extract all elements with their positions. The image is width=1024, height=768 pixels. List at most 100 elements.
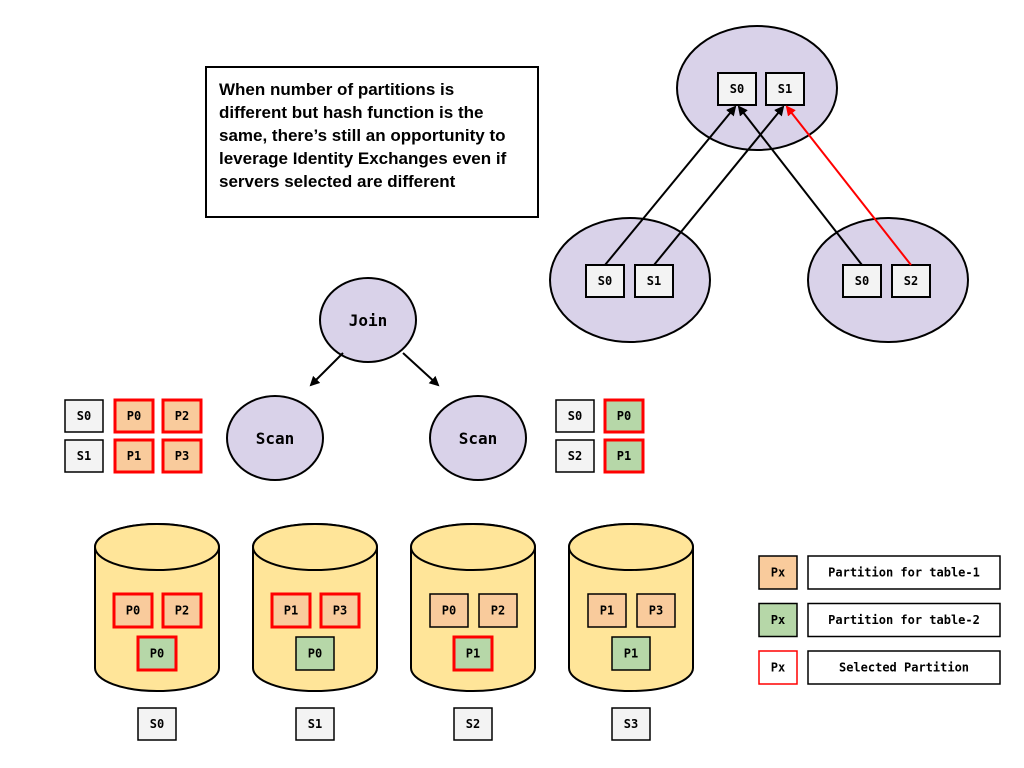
- storage-s1-table2-p0-label: P0: [308, 647, 322, 661]
- scan-left-label: Scan: [256, 429, 295, 448]
- storage-s1-table1-p3-label: P3: [333, 604, 347, 618]
- legend-swatch-table1-label: Px: [771, 566, 785, 580]
- server-box-top-s0: S0: [717, 72, 757, 106]
- legend-label-table2: Partition for table-2: [807, 602, 1001, 638]
- cylinder-top: [410, 523, 536, 571]
- right-assign-server-s0-rect: [555, 399, 595, 433]
- storage-s2-table2-p1-label: P1: [466, 647, 480, 661]
- left-assign-partition-p3-label: P3: [175, 449, 189, 463]
- legend-label-table2-rect: [807, 602, 1001, 638]
- storage-s3-table1-p1-rect: [587, 593, 627, 628]
- join-to-scan-right-arrow: [402, 352, 440, 387]
- storage-s1-table1-p3-rect: [319, 592, 361, 629]
- storage-s0-table2-p0-label: P0: [150, 647, 164, 661]
- storage-s0-table1-p2: P2: [161, 592, 203, 629]
- legend-swatch-table1: Px: [758, 555, 798, 590]
- left-assign-server-s0-label: S0: [77, 409, 91, 423]
- storage-server-label-s3-label: S3: [624, 717, 638, 731]
- server-box-right-s2: S2: [891, 264, 931, 298]
- right-assign-server-s2-label: S2: [568, 449, 582, 463]
- storage-s3-table1-p3: P3: [636, 593, 676, 628]
- server-box-top-s1-label: S1: [778, 82, 792, 96]
- right-assign-server-s2: S2: [555, 439, 595, 473]
- left-assign-partition-p3: P3: [161, 438, 203, 474]
- legend-label-selected-rect: [807, 650, 1001, 685]
- storage-server-label-s2-rect: [453, 707, 493, 741]
- server-box-top-s1: S1: [765, 72, 805, 106]
- left-assign-partition-p1-label: P1: [127, 449, 141, 463]
- left-assign-server-s0-rect: [64, 399, 104, 433]
- storage-s0-table1-p0: P0: [112, 592, 154, 629]
- storage-s0-table1-p2-label: P2: [175, 604, 189, 618]
- storage-s2-table1-p2-label: P2: [491, 604, 505, 618]
- storage-s0-table1-p0-rect: [112, 592, 154, 629]
- scan-node-left: [226, 395, 324, 481]
- exchange-edge-right-s2-to-top-s1: [785, 105, 912, 266]
- right-assign-partition-p1-label: P1: [617, 449, 631, 463]
- join-label: Join: [349, 311, 388, 330]
- server-box-right-s0-rect: [842, 264, 882, 298]
- legend-swatch-table2: Px: [758, 602, 798, 638]
- left-assign-partition-p2-rect: [161, 398, 203, 434]
- legend-label-table1-label: Partition for table-1: [828, 566, 980, 580]
- storage-s0-table2-p0: P0: [136, 635, 178, 672]
- join-to-scan-left-arrow: [309, 352, 344, 387]
- storage-s1-table2-p0: P0: [295, 636, 335, 671]
- storage-server-label-s2-label: S2: [466, 717, 480, 731]
- storage-s1-table1-p1-label: P1: [284, 604, 298, 618]
- right-assign-server-s0-label: S0: [568, 409, 582, 423]
- storage-s3-table1-p1-label: P1: [600, 604, 614, 618]
- storage-server-label-s2: S2: [453, 707, 493, 741]
- left-assign-server-s1: S1: [64, 439, 104, 473]
- server-box-top-s0-rect: [717, 72, 757, 106]
- right-assign-partition-p0: P0: [603, 398, 645, 434]
- exchange-edge-left-s0-to-top-s0: [604, 105, 737, 266]
- legend-label-table1-rect: [807, 555, 1001, 590]
- left-assign-partition-p0-rect: [113, 398, 155, 434]
- left-assign-partition-p3-rect: [161, 438, 203, 474]
- left-assign-partition-p1: P1: [113, 438, 155, 474]
- server-box-top-s0-label: S0: [730, 82, 744, 96]
- storage-server-label-s1: S1: [295, 707, 335, 741]
- scan-right-label: Scan: [459, 429, 498, 448]
- exchange-node-left: [549, 217, 711, 343]
- server-box-left-s1-label: S1: [647, 274, 661, 288]
- storage-s3-table2-p1-label: P1: [624, 647, 638, 661]
- storage-server-label-s0-rect: [137, 707, 177, 741]
- right-assign-partition-p1-rect: [603, 438, 645, 474]
- legend-swatch-table2-rect: [758, 602, 798, 638]
- legend-swatch-selected-rect: [758, 650, 798, 685]
- right-assign-partition-p0-rect: [603, 398, 645, 434]
- storage-server-label-s0-label: S0: [150, 717, 164, 731]
- legend-swatch-selected: Px: [758, 650, 798, 685]
- storage-s1-table2-p0-rect: [295, 636, 335, 671]
- storage-s2-table1-p0-label: P0: [442, 604, 456, 618]
- left-assign-server-s1-label: S1: [77, 449, 91, 463]
- exchange-edge-left-s1-to-top-s1: [653, 105, 785, 266]
- storage-server-label-s1-label: S1: [308, 717, 322, 731]
- server-box-left-s1: S1: [634, 264, 674, 298]
- legend-label-table2-label: Partition for table-2: [828, 613, 980, 627]
- right-assign-partition-p0-label: P0: [617, 409, 631, 423]
- legend-label-selected-label: Selected Partition: [839, 661, 969, 675]
- storage-s0-table1-p2-rect: [161, 592, 203, 629]
- left-assign-partition-p2: P2: [161, 398, 203, 434]
- server-box-left-s0: S0: [585, 264, 625, 298]
- left-assign-partition-p0: P0: [113, 398, 155, 434]
- scan-node-right: [429, 395, 527, 481]
- storage-s2-table2-p1: P1: [452, 635, 494, 672]
- storage-s0-table2-p0-rect: [136, 635, 178, 672]
- storage-server-label-s3: S3: [611, 707, 651, 741]
- storage-server-label-s3-rect: [611, 707, 651, 741]
- storage-s3-table2-p1: P1: [611, 636, 651, 671]
- left-assign-partition-p2-label: P2: [175, 409, 189, 423]
- explanation-note: When number of partitions is different b…: [205, 66, 539, 218]
- storage-s2-table2-p1-rect: [452, 635, 494, 672]
- explanation-text: When number of partitions is different b…: [219, 80, 507, 191]
- server-box-left-s0-label: S0: [598, 274, 612, 288]
